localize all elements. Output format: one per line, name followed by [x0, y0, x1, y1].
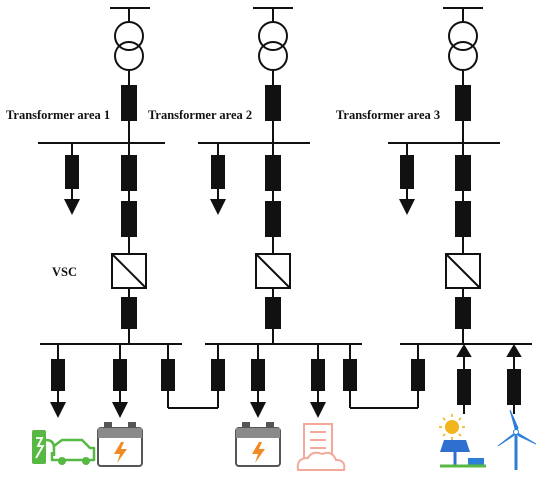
transformer-area-3 — [388, 7, 532, 414]
building-cloud-icon — [296, 423, 346, 471]
ev-charger-icon — [32, 430, 96, 465]
label-vsc: VSC — [52, 265, 77, 279]
battery-icon — [235, 422, 281, 467]
transformer-area-2 — [198, 7, 362, 418]
transformer-area-1 — [38, 7, 182, 418]
label-transformer-area-3: Transformer area 3 — [336, 108, 440, 122]
solar-panel-icon — [439, 414, 486, 468]
battery-icon — [97, 422, 143, 467]
label-transformer-area-2: Transformer area 2 — [148, 108, 252, 122]
wind-turbine-icon — [497, 409, 537, 470]
label-transformer-area-1: Transformer area 1 — [6, 108, 110, 122]
